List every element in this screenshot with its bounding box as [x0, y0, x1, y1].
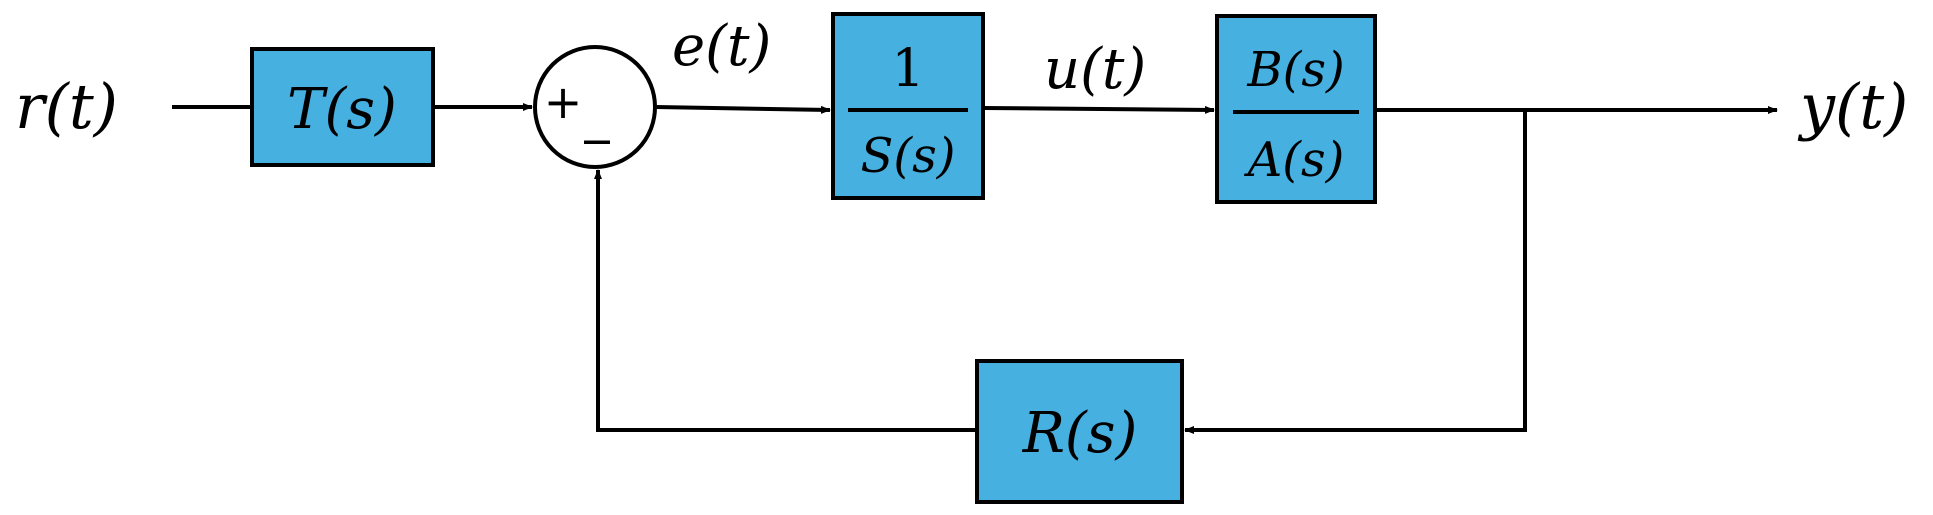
feedback-tap-wire — [1184, 110, 1527, 434]
control-signal-arrow — [982, 105, 1215, 114]
input-signal-label: r(t) — [15, 70, 118, 143]
plant-denominator: A(s) — [1244, 132, 1345, 188]
plant-block[interactable]: B(s) A(s) — [1215, 14, 1377, 204]
feedback-return-wire — [594, 169, 975, 432]
control-signal-label: u(t) — [1044, 37, 1146, 102]
output-signal-label: y(t) — [1797, 70, 1908, 143]
minus-sign: _ — [584, 86, 611, 144]
feedback-box — [975, 359, 1184, 504]
error-signal-label: e(t) — [672, 14, 771, 79]
plant-numerator: B(s) — [1246, 42, 1344, 98]
prefilter-label: T(s) — [287, 77, 397, 142]
feedback-label: R(s) — [1022, 401, 1138, 466]
controller-box — [831, 12, 985, 200]
plant-box — [1215, 14, 1377, 204]
summing-junction-circle — [533, 45, 657, 169]
feedback-block[interactable]: R(s) — [975, 359, 1184, 504]
error-signal-arrow — [655, 105, 831, 114]
plus-sign: + — [544, 75, 583, 129]
prefilter-box — [250, 47, 435, 167]
controller-denominator: S(s) — [861, 128, 956, 184]
controller-numerator: 1 — [891, 39, 924, 99]
summing-junction: + _ — [533, 45, 657, 169]
controller-block[interactable]: 1 S(s) — [831, 12, 985, 200]
prefilter-block[interactable]: T(s) — [250, 47, 435, 167]
